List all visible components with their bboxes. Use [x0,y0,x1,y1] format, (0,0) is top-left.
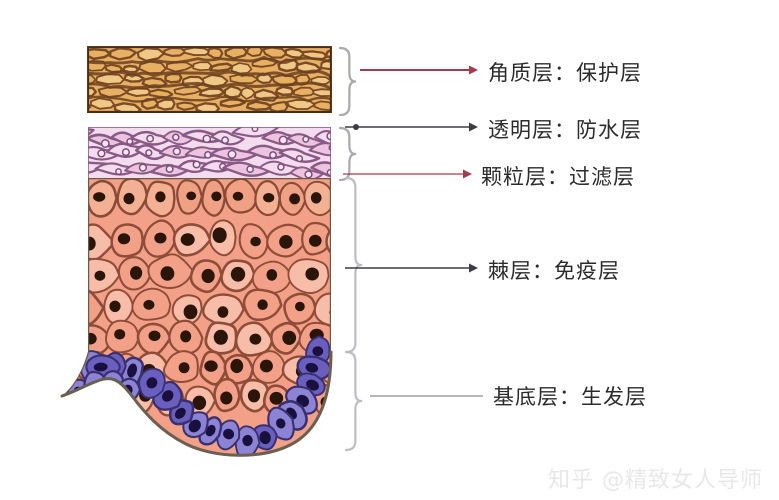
leader-spinous-arrowhead [469,263,478,273]
leader-granular-arrowhead [463,169,472,179]
brace-corneum [338,46,357,117]
brace-spinous [344,176,363,354]
label-stratum-lucidum: 透明层：防水层 [488,118,642,142]
label-stratum-corneum: 角质层：保护层 [488,61,642,85]
leader-lucidum-dot [353,124,359,130]
brace-lucidum-granular [338,126,357,182]
label-stratum-spinosum: 棘层：免疫层 [488,259,620,283]
brace-basal [344,350,363,452]
layer-leader-lines [343,65,483,397]
layer-lower-epidermis [60,178,333,457]
leader-lucidum-arrowhead [469,122,478,132]
layer-stratum-corneum [87,46,332,113]
layer-stratum-lucidum [88,127,331,179]
label-stratum-basale: 基底层：生发层 [493,385,647,409]
zhihu-watermark: 知乎 @精致女人导师 [548,468,763,493]
leader-corneum-arrowhead [469,65,478,75]
layer-brackets [338,46,363,452]
label-stratum-granulosum: 颗粒层：过滤层 [481,165,635,189]
